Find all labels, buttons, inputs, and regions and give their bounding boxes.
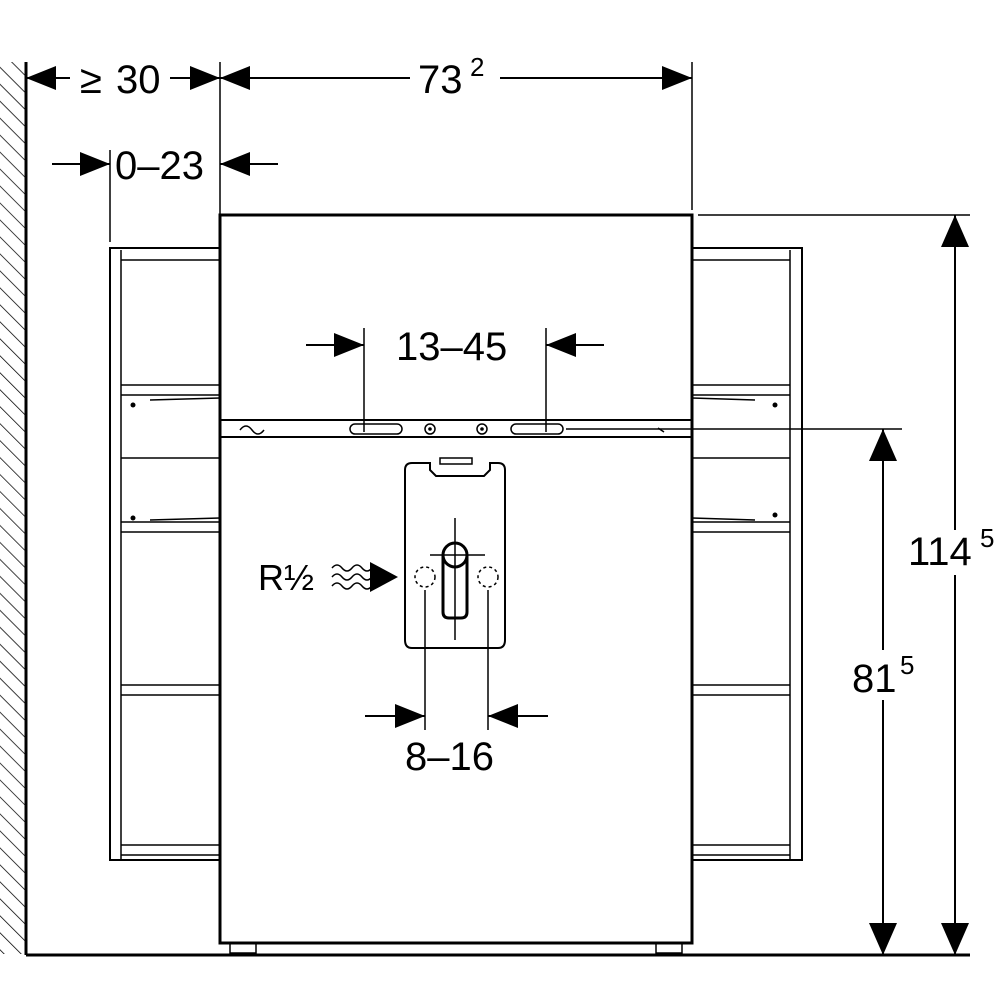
wall-clearance-prefix: ≥ <box>80 58 102 102</box>
hole-spacing-value: 13–45 <box>396 325 507 369</box>
right-mounting-slot <box>510 423 564 435</box>
dim-hole-spacing: 13–45 <box>306 325 604 432</box>
total-height-value: 114 <box>908 530 972 574</box>
service-cutout <box>404 457 506 730</box>
dim-side-offset: 0–23 <box>52 144 278 242</box>
drain-pipe-icon <box>441 541 469 569</box>
main-cabinet <box>218 213 694 954</box>
mount-height-sup: 5 <box>900 650 914 680</box>
dim-total-height: 114 5 <box>698 214 994 955</box>
total-width-value: 73 <box>418 58 463 102</box>
wall <box>0 62 28 955</box>
dim-wall-clearance: ≥ 30 <box>26 58 220 102</box>
wall-clearance-value: 30 <box>116 58 161 102</box>
side-offset-value: 0–23 <box>115 144 204 188</box>
pipe-spacing-value: 8–16 <box>405 735 494 779</box>
left-mounting-slot <box>349 423 403 435</box>
total-width-sup: 2 <box>470 52 484 82</box>
dim-mount-height: 81 5 <box>566 428 914 955</box>
right-pipe-hole <box>477 566 499 588</box>
connection-indicator: R½ <box>258 557 398 598</box>
connection-label: R½ <box>258 557 314 598</box>
dim-pipe-spacing: 8–16 <box>365 704 548 779</box>
left-shelf-unit <box>109 247 221 861</box>
total-height-sup: 5 <box>980 523 994 553</box>
mount-height-value: 81 <box>852 657 897 701</box>
dim-total-width: 73 2 <box>219 52 693 215</box>
left-pipe-hole <box>414 566 436 588</box>
right-shelf-unit <box>691 247 803 861</box>
